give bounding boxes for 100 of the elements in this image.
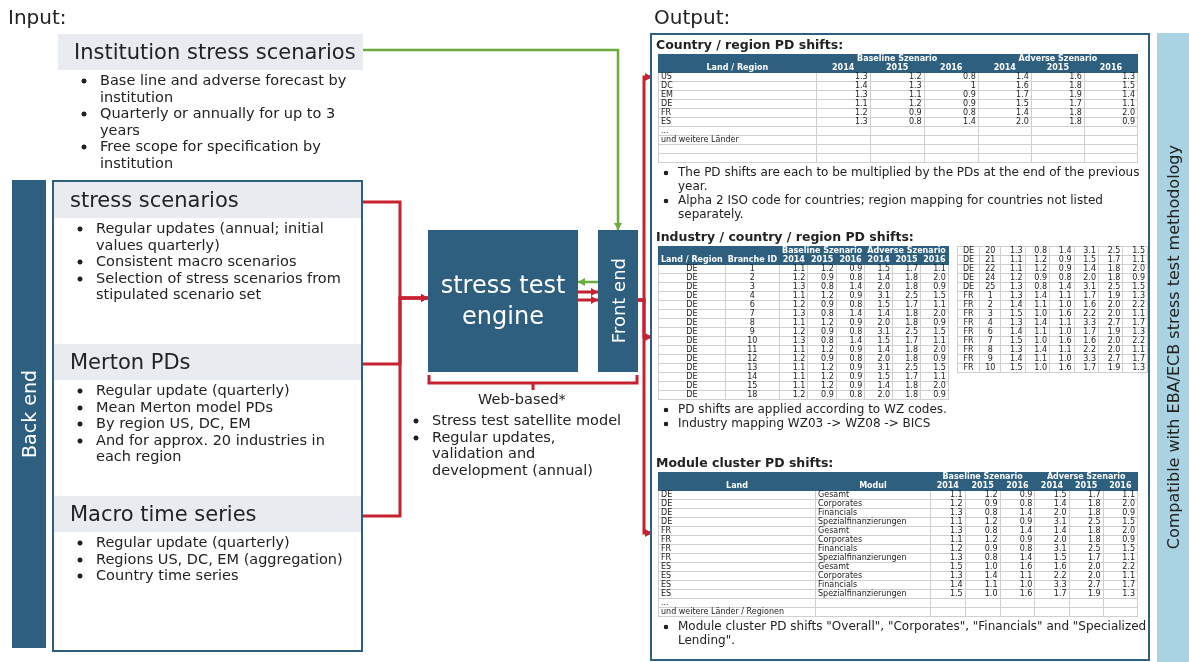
table-cell: DE [957, 282, 980, 292]
table-cell: 7 [725, 309, 780, 319]
table-cell: 1.9 [1098, 327, 1123, 337]
table-cell: ES [658, 117, 817, 127]
table-cell: Spezialfinanzierungen [815, 517, 931, 527]
table-cell: 1.7 [978, 90, 1032, 100]
table-cell: 2.0 [920, 345, 949, 355]
table-cell: 3 [979, 309, 1001, 319]
table-cell: 1.4 [836, 309, 865, 319]
table-cell: 3.1 [1074, 282, 1099, 292]
table-cell: 1.8 [1031, 108, 1085, 118]
table-cell: FR [957, 309, 980, 319]
table-cell: 1.4 [1034, 526, 1070, 536]
table-cell: 0.9 [1025, 273, 1050, 283]
engine-box [428, 230, 578, 372]
table-cell: 2.0 [1034, 535, 1070, 545]
table-cell: 1.7 [892, 264, 921, 274]
section-heading: Institution stress scenarios [58, 34, 363, 70]
table-cell: 2.0 [920, 381, 949, 391]
table-cell: 1.7 [1122, 318, 1148, 328]
table-cell: 1.2 [965, 535, 1000, 545]
table-cell: 0.8 [836, 300, 865, 310]
column-header: 2016 [836, 255, 865, 265]
table-cell: 1.8 [1098, 264, 1123, 274]
table-cell: 2.0 [864, 390, 893, 400]
table-cell: 1.5 [920, 291, 949, 301]
box-label: stress test engine [439, 270, 567, 332]
table-cell: 1.3 [816, 117, 871, 127]
column-header: Adverse Szenario [864, 246, 949, 256]
table-cell: 3.1 [864, 363, 893, 373]
table-cell: 1.5 [1000, 363, 1026, 373]
table-cell: Corporates [815, 535, 931, 545]
table-cell: 2.0 [1122, 264, 1148, 274]
table-cell: 1.3 [779, 282, 808, 292]
column-header: 2015 [1031, 63, 1085, 73]
table-cell: 1.1 [1000, 571, 1035, 581]
table-cell: 0.9 [920, 390, 949, 400]
arrow [361, 294, 428, 518]
column-header: 2016 [1103, 481, 1138, 491]
table-cell: 1.3 [930, 526, 966, 536]
table-cell: 0.8 [807, 282, 837, 292]
table-cell: 1 [979, 291, 1001, 301]
table-cell: 2 [979, 300, 1001, 310]
table-cell: 1.6 [978, 81, 1032, 91]
table-cell: 1 [924, 81, 979, 91]
column-header: 2016 [1084, 63, 1138, 73]
table-cell: 1.2 [870, 99, 925, 109]
table-cell: FR [957, 291, 980, 301]
table-cell: 2 [725, 273, 780, 283]
table-cell: DE [658, 264, 726, 274]
column-header: Land [658, 481, 816, 491]
table-cell: 1.4 [1084, 90, 1138, 100]
table-cell: 1.4 [864, 273, 893, 283]
column-header: Baseline Szenario [930, 472, 1035, 482]
table-cell: 2.5 [1069, 544, 1104, 554]
table-cell: 1.4 [864, 309, 893, 319]
table-cell: 1.1 [779, 318, 808, 328]
table-cell: 2.2 [1034, 571, 1070, 581]
table-cell: 1.0 [1025, 363, 1050, 373]
table-cell: 1.3 [1000, 345, 1026, 355]
table-cell: 1.5 [1103, 544, 1138, 554]
table-cell: 1.9 [1031, 90, 1085, 100]
table-cell: 0.9 [1049, 264, 1075, 274]
table-cell: Gesamt [815, 562, 931, 572]
table-cell: DE [658, 300, 726, 310]
side-banner [1157, 33, 1189, 662]
table-cell: 2.0 [1098, 345, 1123, 355]
table-cell: 1.1 [920, 264, 949, 274]
table-cell: 0.9 [836, 345, 865, 355]
table-cell: 25 [979, 282, 1001, 292]
table-cell: 1.7 [1074, 327, 1099, 337]
table-cell: 2.5 [892, 327, 921, 337]
table-cell: DE [658, 517, 816, 527]
table-cell: 1.1 [816, 99, 871, 109]
table-cell: 1.3 [1000, 246, 1026, 256]
panel-frame [52, 180, 363, 652]
section-heading: Country / region PD shifts: [656, 37, 845, 52]
table-cell: 1.1 [1025, 354, 1050, 364]
vertical-bar [598, 230, 638, 372]
table-cell: 3 [725, 282, 780, 292]
section-heading: stress scenarios [54, 182, 361, 218]
table-cell: 1.1 [1103, 571, 1138, 581]
table-cell: und weitere Länder [658, 135, 817, 145]
table-cell: 12 [725, 354, 780, 364]
table-cell: 2.0 [1103, 526, 1138, 536]
table-cell: ... [658, 126, 817, 136]
table-cell: 1.3 [1103, 589, 1138, 599]
table-cell: 2.7 [1098, 318, 1123, 328]
table-cell: Financials [815, 580, 931, 590]
table-cell: 1.0 [1049, 300, 1075, 310]
table-cell: 2.5 [892, 363, 921, 373]
table-cell: 2.7 [1069, 580, 1104, 590]
table-cell: 0.9 [1084, 117, 1138, 127]
table-cell: 0.8 [965, 553, 1000, 563]
table-cell: 0.9 [1000, 517, 1035, 527]
table-cell: 1.4 [816, 81, 871, 91]
table-cell: 1.3 [779, 336, 808, 346]
table-cell: DE [658, 291, 726, 301]
table-cell: 1.7 [1069, 490, 1104, 500]
table-cell: 2.0 [1034, 508, 1070, 518]
